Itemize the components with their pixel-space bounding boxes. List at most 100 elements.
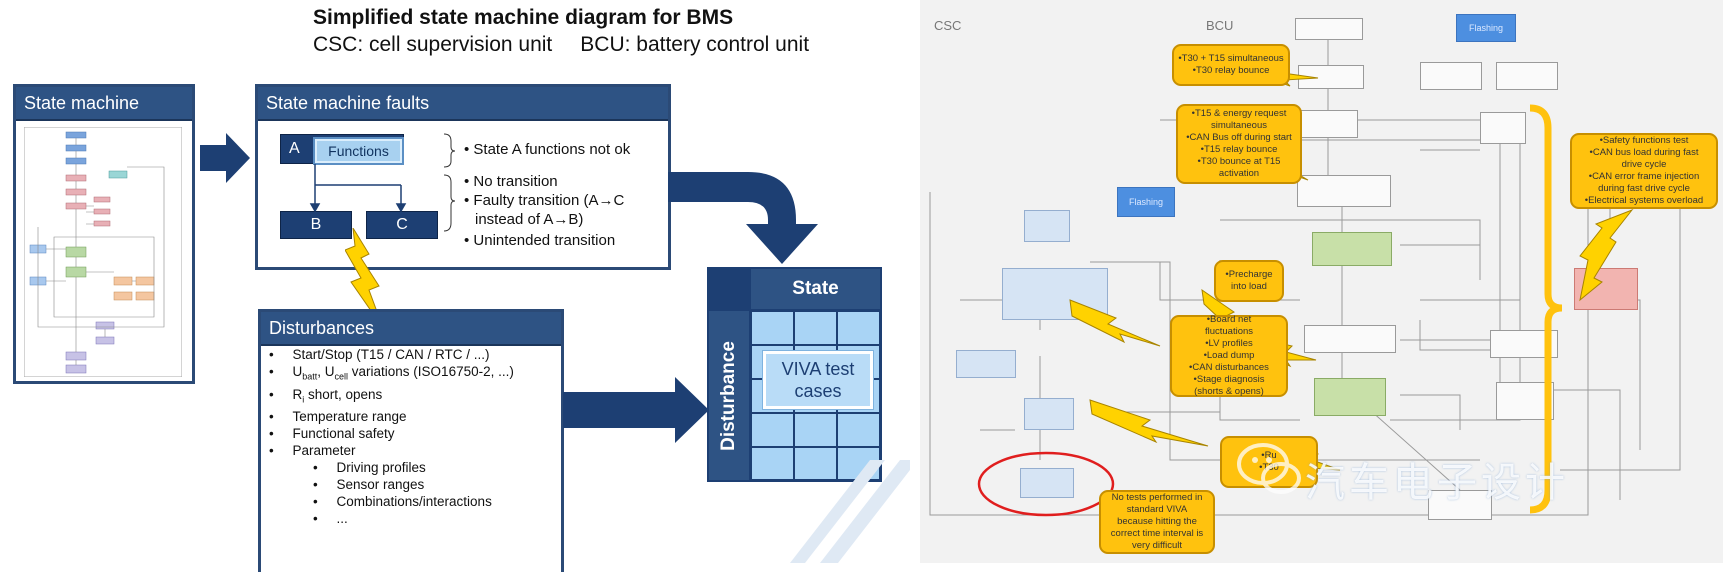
yellow-bracket: [1529, 104, 1563, 514]
arrow-disturbances-to-matrix: [563, 377, 709, 443]
callout-line: because hitting the: [1117, 516, 1197, 527]
callout-line: •Load dump: [1203, 350, 1255, 361]
red-highlight-oval: [977, 451, 1115, 517]
bcu-column-label: BCU: [1206, 18, 1234, 33]
disturbance-subitem-text: Combinations/interactions: [336, 494, 492, 510]
state-box-bcu-1: [1295, 18, 1363, 40]
disturbance-item: • Functional safety: [269, 426, 395, 442]
fault-bullet-3-text: Faulty transition (A→C: [473, 192, 625, 209]
batt-subscript: batt: [302, 371, 318, 382]
callout-line: •Stage diagnosis: [1193, 374, 1265, 385]
faults-title: State machine faults: [258, 87, 668, 121]
callout-line: •Board net: [1206, 314, 1252, 325]
csc-definition: CSC: cell supervision unit: [313, 33, 553, 56]
viva-label-line1: VIVA test: [781, 359, 855, 379]
callout-line: •Precharge: [1225, 269, 1273, 280]
disturbances-list: • Start/Stop (T15 / CAN / RTC / ...) • U…: [269, 346, 514, 527]
matrix-cell: [794, 413, 837, 447]
callout-line: •Safety functions test: [1599, 135, 1689, 146]
curved-arrow-faults-to-matrix: [668, 172, 818, 264]
fault-bullet-3b: instead of A→B): [475, 211, 584, 228]
callout-line: •T15 relay bounce: [1200, 144, 1278, 155]
callout-line: •CAN disturbances: [1189, 362, 1269, 373]
matrix-cell: [751, 413, 794, 447]
state-box-green-2: [1314, 378, 1386, 416]
callout-line: activation: [1218, 168, 1260, 179]
disturbance-item-text: Parameter: [292, 443, 356, 459]
state-box-csc-balancing: [1024, 398, 1074, 430]
callout-line: fluctuations: [1204, 326, 1254, 337]
diagram-title: Simplified state machine diagram for BMS: [313, 6, 734, 29]
state-box-precharge-1: [1304, 325, 1396, 353]
callout-line: No tests performed in: [1111, 492, 1203, 503]
disturbance-item: • Start/Stop (T15 / CAN / RTC / ...): [269, 347, 490, 362]
disturbance-item-text: Temperature range: [292, 409, 407, 425]
callout-safety-functions: •Safety functions test •CAN bus load dur…: [1570, 133, 1718, 209]
callout-line: •Electrical systems overload: [1584, 195, 1704, 206]
callout-line: •CAN error frame injection: [1588, 171, 1700, 182]
callout-board-net: •Board net fluctuations •LV profiles •Lo…: [1170, 314, 1288, 397]
viva-label-line2: cases: [794, 381, 842, 401]
disturbance-subitem: • ...: [313, 511, 348, 527]
fault-transition-lines: [309, 133, 456, 232]
state-box-software-shutdown: [1428, 490, 1492, 520]
callout-line: •T15 & energy request: [1191, 108, 1287, 119]
state-machine-thumbnail: [24, 127, 182, 377]
arrow-state-machine-to-faults: [200, 133, 250, 183]
state-box-side-1: [1480, 112, 1526, 144]
disturbances-title: Disturbances: [261, 312, 561, 346]
callout-line: during fast drive cycle: [1598, 183, 1690, 194]
u-symbol: U: [292, 364, 303, 379]
matrix-cell: [751, 447, 794, 480]
state-box-csc-low: [956, 350, 1016, 378]
disturbance-item: • Ri short, opens: [269, 386, 383, 405]
cell-subscript: cell: [334, 371, 349, 382]
wechat-logo-icon: [1237, 443, 1301, 494]
matrix-state-header: State: [751, 269, 880, 309]
viva-test-cases-box: VIVA test cases: [762, 350, 874, 410]
r-symbol: R: [292, 386, 303, 402]
state-box-right-mid: [1496, 382, 1554, 420]
fault-bullet-2: • No transition: [464, 173, 558, 190]
disturbance-subitem: • Driving profiles: [313, 460, 426, 476]
callout-t30-t15: •T30 + T15 simultaneous •T30 relay bounc…: [1172, 44, 1290, 86]
callout-line: (shorts & opens): [1194, 386, 1264, 397]
matrix-cell: [794, 447, 837, 480]
callout-line: simultaneous: [1211, 120, 1267, 131]
disturbances-panel: Disturbances • Start/Stop (T15 / CAN / R…: [258, 309, 564, 572]
callout-line: into load: [1231, 281, 1267, 292]
state-box-bcu-2: [1298, 65, 1364, 89]
lightning-bolt-disturbance: [345, 228, 384, 328]
fault-bullet-4-text: Unintended transition: [473, 232, 616, 249]
callout-precharge: •Precharge into load: [1214, 260, 1284, 302]
matrix-disturbance-label: Disturbance: [718, 340, 739, 451]
callout-line: •Ru: [1261, 450, 1277, 461]
disturbance-subitem: • Sensor ranges: [313, 477, 425, 493]
disturbance-item-text: Functional safety: [292, 426, 395, 442]
state-a-label: A: [289, 140, 300, 157]
viva-matrix: State Disturbance VIVA test cases: [707, 267, 882, 482]
matrix-cell: [751, 311, 794, 345]
callout-line: •CAN bus load during fast: [1589, 147, 1699, 158]
state-box-diagnosis: [1496, 62, 1558, 90]
callout-line: correct time interval is: [1110, 528, 1204, 539]
callout-line: drive cycle: [1621, 159, 1667, 170]
disturbance-subitem-text: Sensor ranges: [336, 477, 425, 493]
state-box-green-1: [1312, 232, 1392, 266]
disturbance-subitem: • Combinations/interactions: [313, 494, 492, 510]
callout-line: •T30 + T15 simultaneous: [1178, 53, 1284, 64]
detailed-state-diagram: CSC BCU Flashing Fl: [920, 0, 1723, 563]
state-box-bcu-mid: [1297, 175, 1391, 207]
flashing-box-top: Flashing: [1456, 14, 1516, 42]
background-watermark-stripes: [790, 460, 910, 563]
fault-bullet-2-text: No transition: [473, 173, 558, 190]
short-opens-text: short, opens: [304, 386, 383, 402]
csc-column-label: CSC: [934, 18, 962, 33]
disturbance-item: • Temperature range: [269, 409, 407, 425]
callout-line: •T30 bounce at T15: [1197, 156, 1281, 167]
disturbance-item-text: Start/Stop (T15 / CAN / RTC / ...): [292, 347, 490, 362]
fault-bullet-3: • Faulty transition (A→C: [464, 192, 625, 209]
watermark-text: 汽车电子设计: [1305, 460, 1569, 506]
state-machine-title: State machine: [16, 87, 192, 121]
